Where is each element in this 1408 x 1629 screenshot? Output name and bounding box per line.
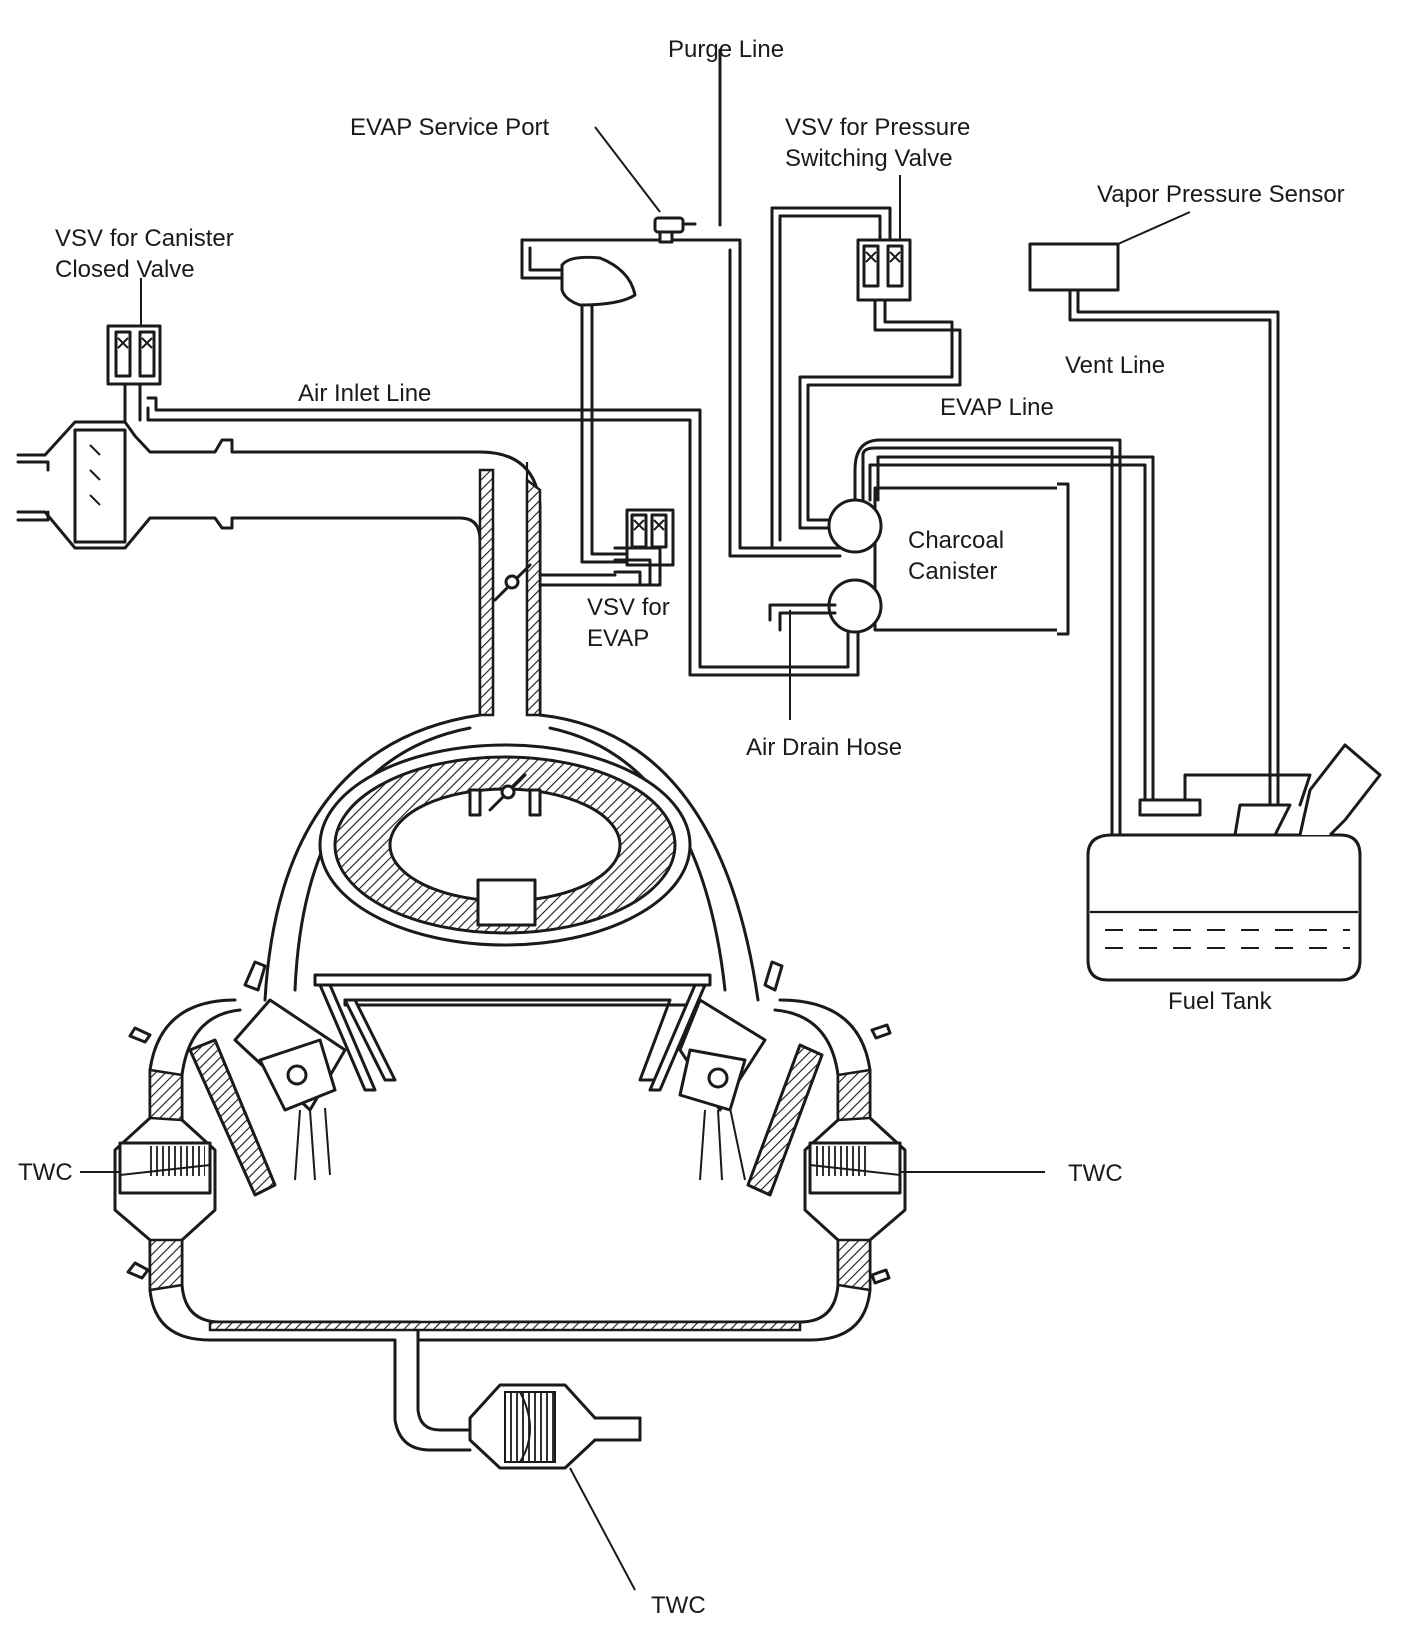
canister-check-valve-lower [827, 578, 883, 634]
label-evap-line: EVAP Line [940, 394, 1054, 421]
label-purge-line: Purge Line [668, 36, 785, 63]
canister-check-valve-upper [827, 498, 883, 554]
label-vent-line: Vent Line [1065, 352, 1166, 379]
label-twc-right: TWC [1068, 1160, 1123, 1187]
label-air-drain-hose: Air Drain Hose [746, 734, 903, 761]
air-filter-element [73, 428, 127, 544]
label-air-inlet-line: Air Inlet Line [298, 380, 432, 407]
charcoal-canister [768, 438, 1155, 837]
label-vsv-canister-1: VSV for Canister [55, 225, 234, 252]
label-vapor-pressure-sensor: Vapor Pressure Sensor [1097, 181, 1345, 208]
leader-lines [80, 126, 1191, 1591]
vsv-pressure-switching-valve [770, 206, 962, 550]
engine-block [188, 960, 824, 1197]
throttle-valve-icon-2 [488, 773, 527, 812]
vsv-evap [538, 508, 675, 587]
label-vsv-canister-2: Closed Valve [55, 256, 195, 283]
label-vsv-evap-1: VSV for [587, 594, 670, 621]
label-fuel-tank: Fuel Tank [1168, 988, 1272, 1015]
exhaust-manifold [113, 998, 907, 1452]
twc-bottom-converter [468, 1383, 642, 1470]
label-charcoal-canister-1: Charcoal [908, 527, 1005, 554]
label-twc-left: TWC [18, 1159, 73, 1186]
intake-plenum [263, 713, 760, 1002]
label-charcoal-canister-2: Canister [908, 558, 998, 585]
label-twc-bottom: TWC [651, 1592, 706, 1619]
throttle-valve-icon [493, 563, 532, 602]
purge-chamber [560, 255, 637, 307]
vapor-pressure-sensor [1028, 242, 1280, 807]
twc-right-converter [808, 1023, 902, 1285]
label-evap-service-port: EVAP Service Port [350, 114, 550, 141]
label-vsv-evap-2: EVAP [587, 625, 650, 652]
purge-line [520, 48, 842, 564]
fuel-tank [1086, 743, 1382, 982]
label-vsv-pressure-1: VSV for Pressure [785, 114, 971, 141]
air-intake-duct [16, 420, 542, 717]
twc-left-converter [118, 1026, 212, 1280]
label-vsv-pressure-2: Switching Valve [785, 145, 953, 172]
vsv-canister-closed-valve [106, 324, 860, 677]
evap-service-port-icon [653, 216, 697, 244]
